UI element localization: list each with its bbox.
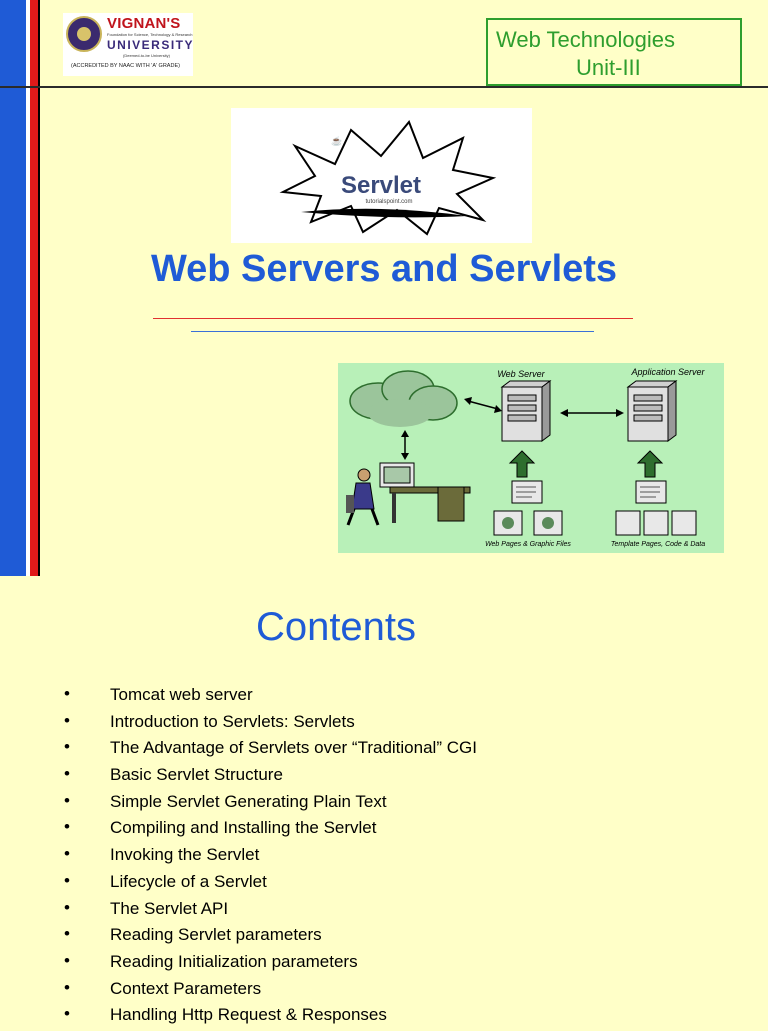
bullet-icon: • bbox=[64, 950, 70, 970]
main-title: Web Servers and Servlets bbox=[150, 248, 618, 290]
bullet-icon: • bbox=[64, 977, 70, 997]
list-item: •Lifecycle of a Servlet bbox=[64, 870, 267, 891]
university-accreditation: (ACCREDITED BY NAAC WITH 'A' GRADE) bbox=[71, 63, 180, 69]
list-item: •Handling Http Request & Responses bbox=[64, 1004, 387, 1025]
university-word: UNIVERSITY bbox=[107, 38, 195, 52]
list-item: •Compiling and Installing the Servlet bbox=[64, 817, 377, 838]
list-item: •Basic Servlet Structure bbox=[64, 764, 283, 785]
web-pages-label: Web Pages & Graphic Files bbox=[485, 541, 571, 548]
bullet-icon: • bbox=[64, 710, 70, 730]
bullet-icon: • bbox=[64, 764, 70, 784]
header-divider bbox=[0, 86, 768, 88]
course-title: Web Technologies bbox=[496, 27, 675, 52]
web-architecture-diagram: Web Server Application Server bbox=[346, 367, 706, 548]
user-workstation-icon bbox=[346, 462, 471, 526]
left-blue-bar bbox=[0, 0, 26, 576]
left-bar-edge bbox=[38, 0, 40, 576]
bullet-icon: • bbox=[64, 684, 70, 703]
bullet-icon: • bbox=[64, 844, 70, 864]
left-bar-gap bbox=[26, 0, 30, 576]
list-item: •Context Parameters bbox=[64, 977, 262, 998]
list-item: •Invoking the Servlet bbox=[64, 844, 260, 865]
internet-cloud-icon bbox=[349, 370, 458, 427]
university-name: VIGNAN'S bbox=[107, 15, 181, 32]
servlet-logo-site: tutorialspoint.com bbox=[365, 199, 412, 205]
university-seal-icon bbox=[66, 16, 102, 52]
list-item: •The Advantage of Servlets over “Traditi… bbox=[64, 737, 477, 758]
list-item: •Tomcat web server bbox=[64, 684, 253, 704]
list-item: •Simple Servlet Generating Plain Text bbox=[64, 790, 387, 811]
list-item: •The Servlet API bbox=[64, 897, 229, 918]
bullet-icon: • bbox=[64, 737, 70, 757]
title-rule-blue bbox=[191, 331, 594, 332]
university-deemed: (Deemed-to-be University) bbox=[123, 53, 170, 58]
university-tagline: Foundation for Science, Technology & Res… bbox=[107, 32, 193, 37]
title-rule-red bbox=[153, 318, 633, 319]
list-item: •Reading Initialization parameters bbox=[64, 950, 358, 971]
web-files-icon bbox=[493, 480, 563, 536]
course-unit: Unit-III bbox=[576, 55, 641, 80]
university-logo: VIGNAN'S Foundation for Science, Technol… bbox=[63, 13, 193, 76]
servlet-logo-image: ☕ Servlet tutorialspoint.com bbox=[231, 108, 532, 243]
bullet-icon: • bbox=[64, 790, 70, 810]
application-server-icon bbox=[626, 380, 678, 442]
left-red-bar bbox=[30, 0, 38, 576]
app-server-label: Application Server bbox=[630, 367, 705, 377]
template-files-icon bbox=[615, 480, 697, 536]
web-server-label: Web Server bbox=[497, 369, 545, 379]
list-item: •Reading Servlet parameters bbox=[64, 924, 322, 945]
web-server-diagram: Web Server Application Server bbox=[338, 363, 724, 553]
servlet-splash-icon: ☕ Servlet tutorialspoint.com bbox=[279, 120, 497, 236]
bullet-icon: • bbox=[64, 1004, 70, 1024]
web-server-icon bbox=[500, 380, 552, 442]
list-item: •Introduction to Servlets: Servlets bbox=[64, 710, 355, 731]
title-slide: VIGNAN'S Foundation for Science, Technol… bbox=[0, 0, 768, 576]
bullet-icon: • bbox=[64, 870, 70, 890]
bullet-icon: • bbox=[64, 897, 70, 917]
bullet-icon: • bbox=[64, 817, 70, 837]
bullet-icon: • bbox=[64, 924, 70, 944]
servlet-logo-label: Servlet bbox=[341, 172, 421, 199]
contents-list: •Tomcat web server •Introduction to Serv… bbox=[0, 684, 768, 1031]
template-label: Template Pages, Code & Data bbox=[611, 541, 705, 548]
svg-text:☕: ☕ bbox=[331, 135, 342, 146]
contents-title: Contents bbox=[255, 605, 417, 649]
course-box: Web Technologies Unit-III bbox=[486, 18, 742, 86]
